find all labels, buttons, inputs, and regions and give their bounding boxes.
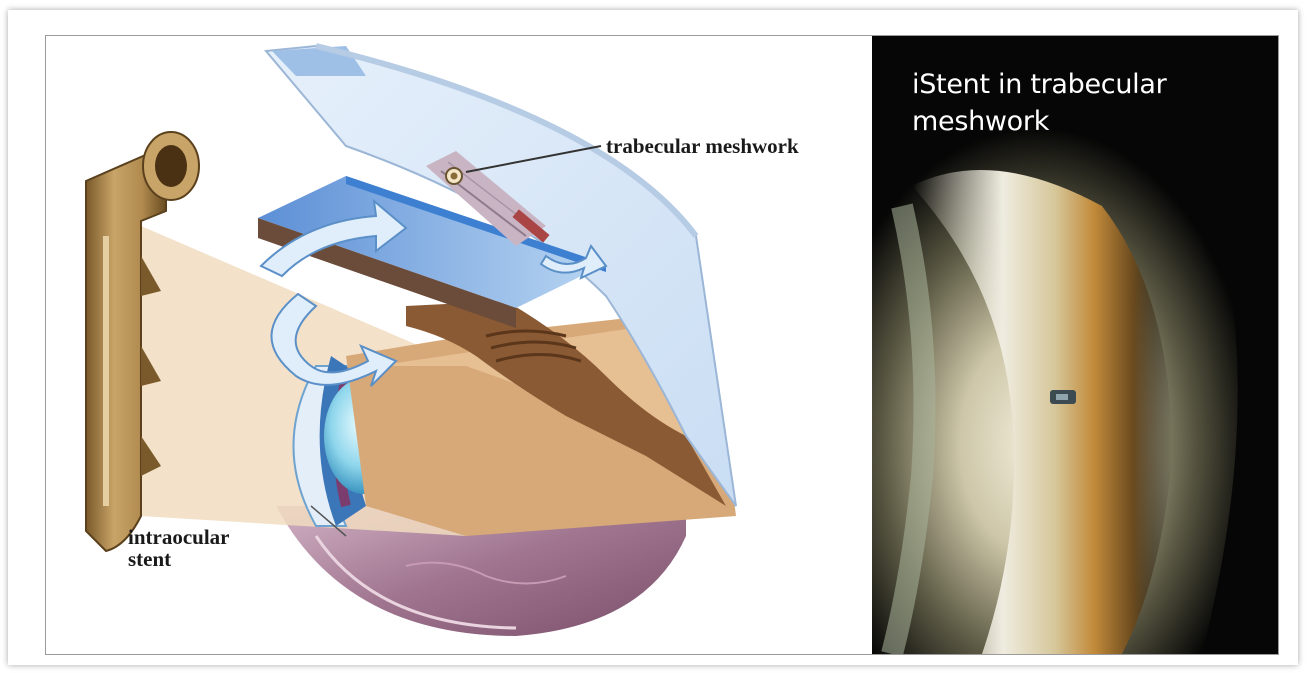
photo-caption: iStent in trabecular meshwork [912,66,1252,140]
eye-diagram-panel: trabecular meshwork intraocular stent [46,36,872,654]
istent-in-photo [1050,390,1076,404]
figure: trabecular meshwork intraocular stent [45,35,1279,655]
intraocular-stent-label: intraocular stent [128,526,229,570]
implanted-stent [446,168,462,184]
intraocular-stent-label-line2: stent [128,548,229,570]
intraocular-stent-label-line1: intraocular [128,526,229,548]
gonioscopy-photo-panel: iStent in trabecular meshwork [872,36,1278,654]
trabecular-meshwork-label: trabecular meshwork [606,134,799,159]
